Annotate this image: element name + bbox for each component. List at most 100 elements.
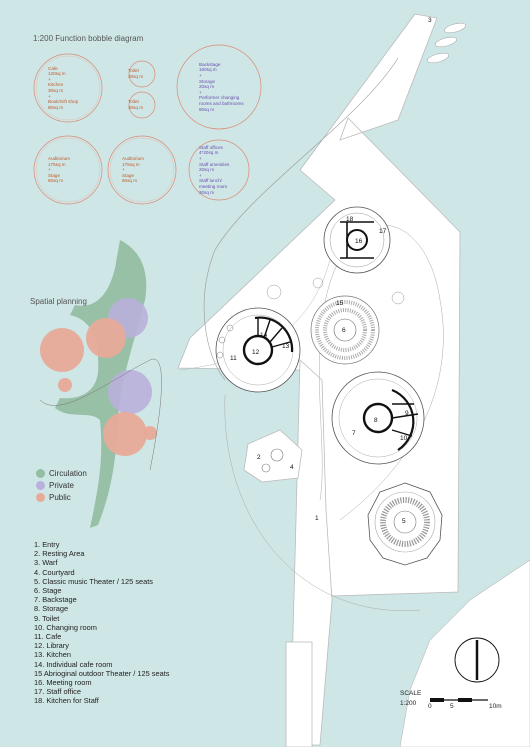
zone-key-private: Private [36,481,74,490]
scale-tick: 10m [489,703,502,710]
legend-item: 2. Resting Area [34,549,85,559]
bubble-line: + [199,72,202,78]
plan-label: 13 [282,343,290,350]
bubble-outline [176,44,262,130]
plan-label: 10 [400,435,408,442]
bubble-line: 4*20sq m [199,150,219,156]
bubble-line: 80sq m [48,104,64,110]
classic-theater [367,482,443,566]
bubble-diagram-title: 1:200 Function bobble diagram [33,34,144,43]
pier-end [285,641,313,747]
bubble-line: 60sq m [122,178,138,184]
bubble-line: Toilet [128,99,139,105]
legend-item: 1. Entry [34,540,60,549]
bubble-line: Performer changing [199,95,240,101]
bubble-line: + [122,167,125,173]
legend-item: 11. Cafe [34,632,62,642]
site-tree [312,277,324,289]
public-zone [86,318,126,358]
legend-item: 9. Toilet [34,613,60,623]
bubble-line: Backstage [199,61,221,67]
bubble-line: 30sq m [128,104,144,110]
circulation-swatch [36,469,45,478]
bubble-inner-outlines [35,55,175,203]
bubble-line: 30sq m [199,189,215,195]
plan-label: 5 [402,518,406,525]
courtyard-planter [270,448,284,462]
bubble-line: Staff offices [199,144,223,150]
scale-ratio: 1:200 [400,700,417,707]
scale-tick: 5 [450,703,454,710]
plan-label: 1 [315,515,319,522]
bubble-line: 80sq m [199,106,215,112]
legend-item: 6. Stage [34,586,62,596]
legend-item: 12. Library [34,641,69,651]
site-tree [391,291,405,305]
zone-key-circulation: Circulation [36,469,87,478]
legend-item: 7. Backstage [34,595,77,605]
bubble-line: Stage [122,172,135,178]
public-zone [40,328,84,372]
boat [435,36,457,48]
circulation-path [39,358,162,471]
bubble-outlines [33,44,262,205]
bubble-inner-outline [109,137,175,203]
backstage-building [331,371,425,465]
bubble-outline [107,135,177,205]
plan-label: 4 [290,464,294,471]
bubble-line: 60sq m [48,178,64,184]
public-zone [58,378,72,392]
boat [444,22,466,34]
plan-label: 11 [230,355,237,362]
bubble-line: 20sq m [199,84,215,90]
private-zone [108,370,152,414]
bubble-line: Cafe [48,65,58,71]
bubble-outline [128,60,156,88]
courtyard-planter [261,463,271,473]
bubble-line: Toilet [128,68,139,74]
zone-label: Circulation [49,469,87,478]
legend-item: 14. Individual cafe room [34,659,113,669]
plan-label: 7 [352,430,356,437]
courtyard-land [243,429,303,483]
bubble-line: 120sq m [48,71,66,77]
bubble-line: Auditorium [122,156,144,161]
legend-item: 8. Storage [34,604,69,614]
bubble-line: + [199,172,202,178]
legend-item: 16. Meeting room [34,678,92,688]
bubble-line: 175sq m [48,161,66,167]
staff-building [323,206,391,274]
scale-bar [430,698,488,702]
plan-label: 18 [346,216,354,223]
bubble-line: + [48,167,51,173]
bubble-line: rooms and bathrooms [199,100,244,106]
public-zone [103,412,147,456]
bubble-line: + [48,93,51,99]
legend-item: 13. Kitchen [34,650,71,660]
bubble-line: + [199,155,202,161]
public-swatch [36,493,45,502]
plan-labels: 1 2 3 4 5 6 7 8 9 10 11 12 13 14 15 16 1… [230,17,432,525]
spatial-planning-diagram [39,240,162,528]
bubble-line: 175sq m [122,161,140,167]
plan-label: 6 [342,327,346,334]
zone-label: Private [49,481,74,490]
bubble-outline [128,91,156,119]
bubble-line: Stage [48,172,61,178]
bubble-line: + [48,76,51,82]
plan-label: 8 [374,417,378,424]
north-arrow [454,637,500,683]
plan-label: 15 [336,300,344,307]
plan-label: 2 [257,454,261,461]
walkway-line [203,57,399,381]
scale-tick: 0 [428,703,432,710]
outdoor-theater [310,295,380,365]
